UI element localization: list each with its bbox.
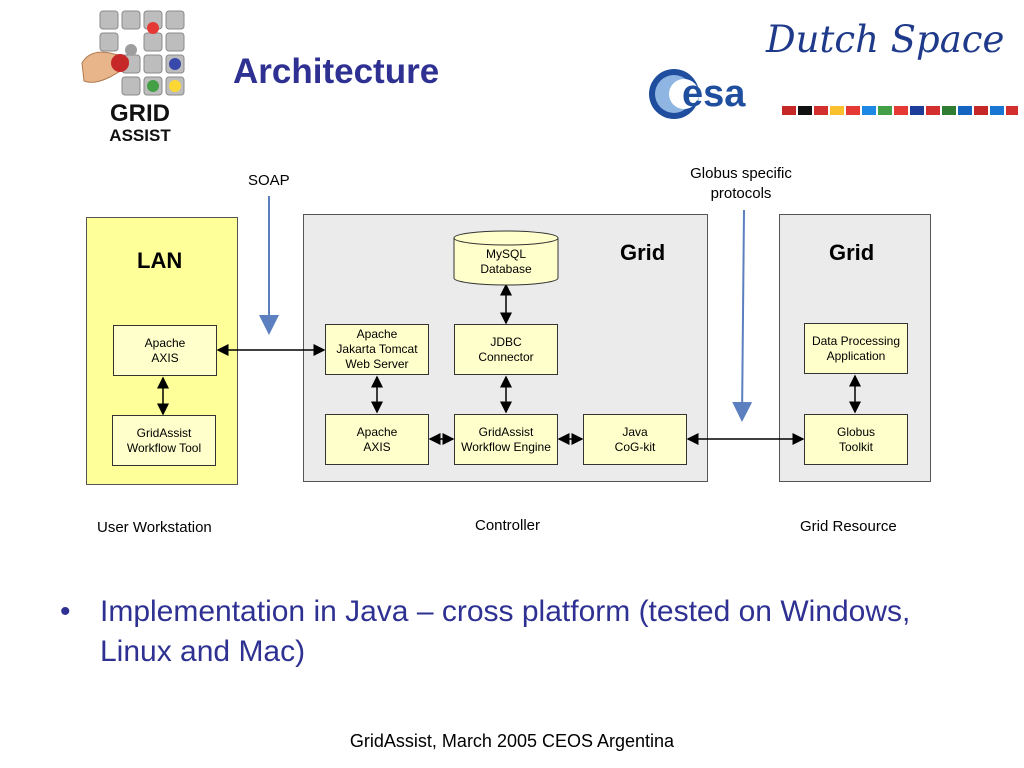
apache-axis-controller-box: Apache AXIS xyxy=(325,414,429,465)
svg-text:ASSIST: ASSIST xyxy=(109,126,171,145)
controller-grid-heading: Grid xyxy=(620,240,666,265)
footer-text: GridAssist, March 2005 CEOS Argentina xyxy=(349,731,675,751)
svg-text:GRID: GRID xyxy=(110,100,170,127)
grid-assist-logo: GRID ASSIST xyxy=(80,5,200,145)
java-cog-kit-box: Java CoG-kit xyxy=(583,414,687,465)
gridassist-workflow-engine-box: GridAssist Workflow Engine xyxy=(454,414,558,465)
svg-text:esa: esa xyxy=(682,73,746,115)
bullet-item: Implementation in Java – cross platform … xyxy=(100,595,911,668)
soap-label: SOAP xyxy=(248,172,290,189)
apache-axis-lan-box: Apache AXIS xyxy=(113,325,217,376)
data-processing-application-box: Data Processing Application xyxy=(804,323,908,374)
lan-heading: LAN xyxy=(137,248,183,273)
jakarta-tomcat-box: Apache Jakarta Tomcat Web Server xyxy=(325,324,429,375)
gridassist-workflow-tool-box: GridAssist Workflow Tool xyxy=(112,415,216,466)
user-workstation-caption: User Workstation xyxy=(97,519,212,536)
dutch-space-brand: Dutch Space xyxy=(766,18,1005,61)
globus-arrow xyxy=(732,209,753,422)
globus-toolkit-box: Globus Toolkit xyxy=(804,414,908,465)
globus-protocols-label: Globus specific protocols xyxy=(690,165,792,202)
grid-resource-caption: Grid Resource xyxy=(800,518,897,535)
page-title: Architecture xyxy=(233,52,440,91)
bullet-marker: • xyxy=(60,595,71,628)
jdbc-connector-box: JDBC Connector xyxy=(454,324,558,375)
esa-logo: esa xyxy=(648,66,1020,122)
mysql-database-label: MySQL Database xyxy=(480,247,532,276)
mysql-database-cylinder: MySQL Database xyxy=(453,230,559,286)
resource-grid-heading: Grid xyxy=(829,240,875,265)
controller-caption: Controller xyxy=(475,517,541,534)
